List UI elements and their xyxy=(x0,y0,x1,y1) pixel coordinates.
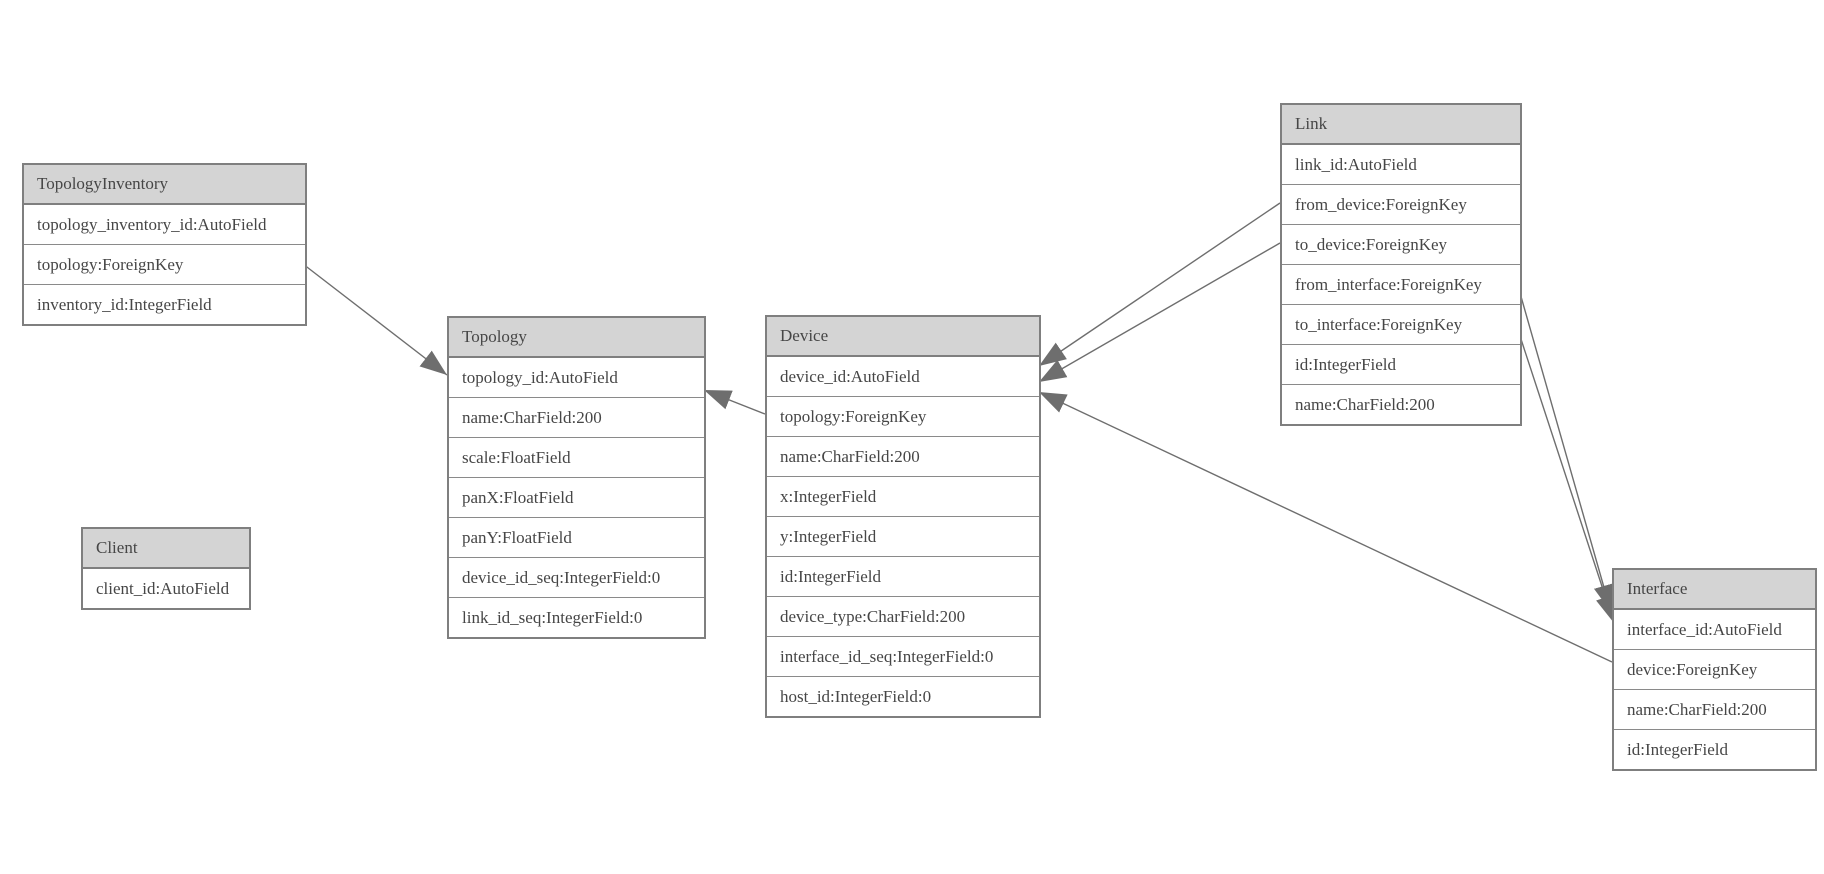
entity-field: interface_id:AutoField xyxy=(1614,610,1815,650)
entity-field: to_device:ForeignKey xyxy=(1282,225,1520,265)
edge-topologyinventory-topology-to-topology xyxy=(302,263,448,376)
entity-field: scale:FloatField xyxy=(449,438,704,478)
entity-title: Topology xyxy=(449,318,704,358)
entity-field: link_id_seq:IntegerField:0 xyxy=(462,608,643,627)
entity-field: name:CharField:200 xyxy=(767,437,1039,477)
entity-field: device_id:AutoField xyxy=(767,357,1039,397)
entity-field: device_id_seq:IntegerField:0 xyxy=(449,558,704,598)
entity-field: id:IntegerField xyxy=(1627,740,1729,759)
entity-field: device:ForeignKey xyxy=(1614,650,1815,690)
entity-field: panX:FloatField xyxy=(449,478,704,518)
entity-field: device_type:CharField:200 xyxy=(767,597,1039,637)
entity-field: topology_id:AutoField xyxy=(449,358,704,398)
entity-field: link_id:AutoField xyxy=(1282,145,1520,185)
entity-field: panY:FloatField xyxy=(449,518,704,558)
entity-field: name:CharField:200 xyxy=(449,398,704,438)
edge-link-from_interface-to-interface xyxy=(1517,285,1614,613)
entity-field: from_interface:ForeignKey xyxy=(1282,265,1520,305)
edge-link-to_device-to-device xyxy=(1038,242,1281,383)
entity-field: to_interface:ForeignKey xyxy=(1282,305,1520,345)
entity-field: topology_inventory_id:AutoField xyxy=(24,205,305,245)
entity-field: host_id:IntegerField:0 xyxy=(780,687,932,706)
entity-field: name:CharField:200 xyxy=(1295,395,1435,414)
entity-field: id:IntegerField xyxy=(1282,345,1520,385)
entity-title: TopologyInventory xyxy=(24,165,305,205)
entity-field: x:IntegerField xyxy=(767,477,1039,517)
entity-field: topology:ForeignKey xyxy=(24,245,305,285)
entity-field: name:CharField:200 xyxy=(1614,690,1815,730)
edge-link-from_device-to-device xyxy=(1038,202,1281,367)
entity-field: interface_id_seq:IntegerField:0 xyxy=(767,637,1039,677)
entity-field: inventory_id:IntegerField xyxy=(37,295,212,314)
entity-title: Link xyxy=(1282,105,1520,145)
entity-title: Interface xyxy=(1614,570,1815,610)
edge-interface-device-to-device xyxy=(1038,391,1613,663)
entity-field: id:IntegerField xyxy=(767,557,1039,597)
entity-field: topology:ForeignKey xyxy=(767,397,1039,437)
entity-field: from_device:ForeignKey xyxy=(1282,185,1520,225)
edge-link-to_interface-to-interface xyxy=(1517,329,1616,624)
entity-client: Client client_id:AutoField xyxy=(81,527,251,610)
entity-field: y:IntegerField xyxy=(767,517,1039,557)
entity-title: Device xyxy=(767,317,1039,357)
edge-device-topology-to-topology xyxy=(703,389,766,415)
entity-field: client_id:AutoField xyxy=(96,579,230,598)
entity-title: Client xyxy=(83,529,249,569)
